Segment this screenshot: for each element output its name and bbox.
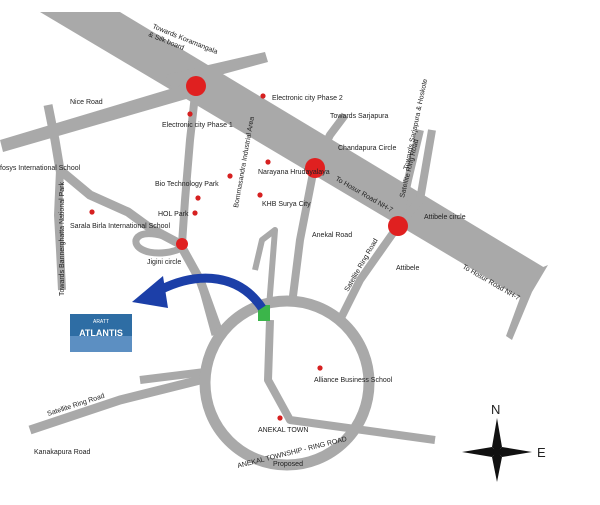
sarjapura-hoskote-road (394, 129, 424, 227)
narayana-label: Narayana Hrudayalaya (258, 169, 330, 176)
bannerghatta-label: Towards Bannerghatta National Park (59, 181, 66, 296)
compass-rose-icon (462, 418, 532, 482)
alliance-label: Alliance Business School (314, 377, 393, 384)
anekal-town-road (264, 319, 436, 444)
infosys-school-label: fosys International School (0, 165, 81, 172)
pointer-arrow (157, 273, 266, 311)
ecity-phase2-dot (260, 93, 266, 99)
nh7-highway-end (506, 265, 548, 340)
anekal-road-label: Anekal Road (312, 232, 352, 239)
project-marker (258, 305, 270, 321)
koramangala-junction (186, 76, 206, 96)
kanakapura-road-label: Kanakapura Road (34, 449, 91, 456)
bommasandra-dot (227, 173, 233, 179)
chandapura-junction (305, 158, 325, 178)
khb-label: KHB Surya City (262, 201, 311, 208)
lower-left-road (139, 368, 206, 384)
sarjapura-road (310, 112, 349, 170)
hol-park-dot (192, 210, 198, 216)
nice-road-label: Nice Road (70, 99, 103, 106)
jigini-label: Jigini circle (147, 259, 181, 266)
ecity-phase1-label: Electronic city Phase 1 (162, 122, 233, 129)
attibele-junction (388, 216, 408, 236)
proposed-label: Proposed (273, 461, 303, 468)
svg-text:ARATT: ARATT (93, 319, 109, 325)
biotech-dot (195, 195, 201, 201)
alliance-dot (317, 365, 323, 371)
compass-east-label: E (537, 445, 546, 460)
nice-road (0, 80, 207, 152)
ring-spur-road (196, 279, 219, 336)
anekal-road-2 (252, 227, 278, 321)
bannerghatta-road (43, 104, 223, 332)
towards-sarjapura-label: Towards Sarjapura (330, 113, 388, 120)
biotech-label: Bio Technology Park (155, 181, 219, 188)
arrow-head-icon (132, 276, 168, 308)
ecity-phase1-dot (187, 111, 193, 117)
sarala-birla-label: Sarala Birla International School (70, 223, 170, 230)
attibele-label: Attibele (396, 265, 419, 272)
project-logo: ARATT ATLANTIS (70, 314, 132, 352)
jigini-junction (176, 238, 188, 250)
compass-north-label: N (491, 402, 500, 417)
ecity-phase2-label: Electronic city Phase 2 (272, 95, 343, 102)
narayana-dot (265, 159, 271, 165)
ecity-jigini-road (178, 85, 200, 245)
anekal-town-label: ANEKAL TOWN (258, 427, 308, 434)
attibele-circle-label: Attibele circle (424, 214, 466, 221)
anekal-road (286, 167, 318, 321)
left-branch-road (54, 169, 66, 291)
anekal-town-dot (277, 415, 283, 421)
khb-dot (257, 192, 263, 198)
svg-text:ATLANTIS: ATLANTIS (79, 328, 123, 338)
nh7-highway (40, 12, 545, 300)
sarala-birla-dot (89, 209, 95, 215)
jigini-loop (132, 230, 184, 257)
hol-park-label: HOL Park (158, 211, 189, 218)
chandapura-label: Chandapura Circle (338, 145, 396, 152)
